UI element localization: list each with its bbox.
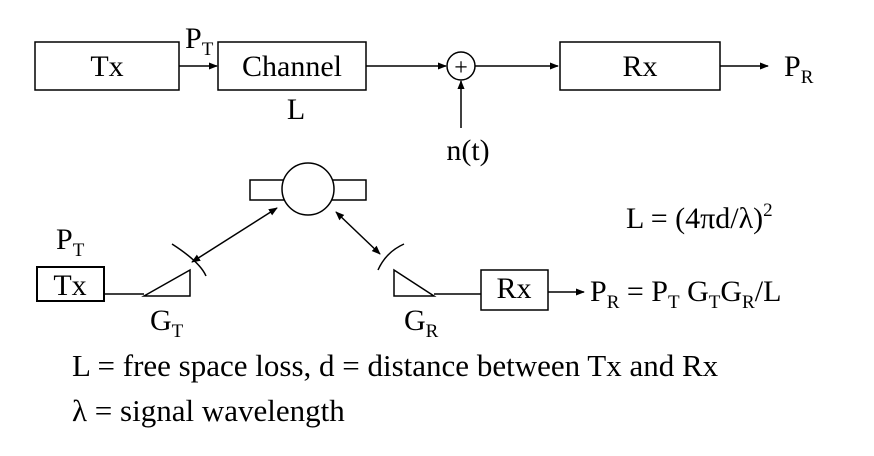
transmit-power-label: PT bbox=[185, 22, 214, 60]
ground-rx-block bbox=[480, 269, 549, 311]
caption-free-space-loss: L = free space loss, d = distance betwee… bbox=[72, 348, 719, 383]
ground-rx-label: Rx bbox=[496, 272, 531, 305]
ground-transmit-power-label: PT bbox=[56, 223, 85, 261]
channel-loss-label: L bbox=[287, 93, 305, 126]
received-power-formula: PR = PT GTGR/L bbox=[590, 275, 781, 313]
caption-wavelength: λ = signal wavelength bbox=[72, 393, 345, 428]
ground-tx-label: Tx bbox=[53, 269, 86, 302]
tx-block-label: Tx bbox=[90, 50, 123, 83]
rx-antenna-gain-label: GR bbox=[404, 304, 439, 342]
received-power-label: PR bbox=[784, 50, 814, 88]
channel-block-label: Channel bbox=[242, 50, 342, 83]
noise-label: n(t) bbox=[446, 134, 489, 167]
tx-dish-antenna-icon bbox=[141, 243, 207, 297]
rx-block-label: Rx bbox=[622, 50, 657, 83]
downlink-arrow bbox=[335, 211, 381, 255]
block-diagram: Tx PT Channel L + n(t) Rx PR bbox=[34, 22, 814, 167]
free-space-loss-formula: L = (4πd/λ)2 bbox=[626, 200, 773, 235]
satellite-link-diagram: PT Tx GT GR Rx L = (4πd/λ)2 PR = PT GTGR… bbox=[36, 162, 781, 342]
uplink-arrow bbox=[191, 207, 278, 263]
rx-dish-antenna-icon bbox=[377, 243, 437, 297]
adder-plus-sign: + bbox=[454, 55, 468, 81]
satellite-body bbox=[281, 162, 335, 216]
ground-tx-block bbox=[36, 266, 105, 302]
tx-antenna-gain-label: GT bbox=[150, 304, 184, 342]
